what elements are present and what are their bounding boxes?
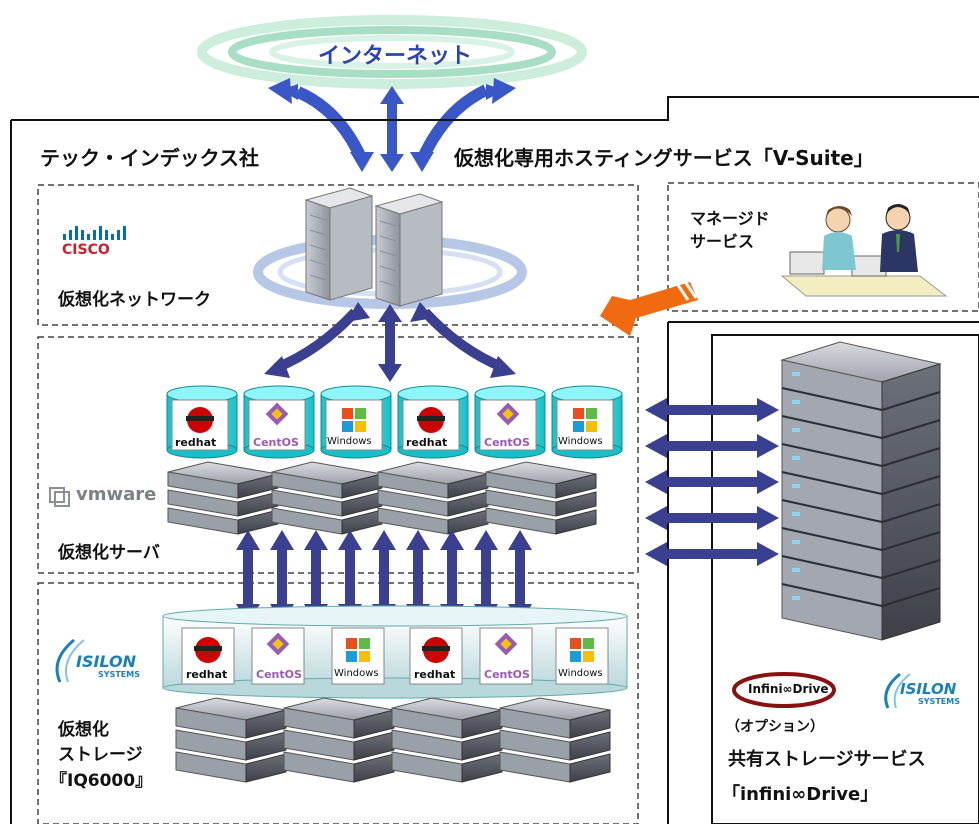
internet-label: インターネット bbox=[318, 44, 473, 69]
infinidrive-badge bbox=[732, 672, 836, 708]
storage-os-label-windows-2: Windows bbox=[558, 668, 603, 679]
os-label-windows-2: Windows bbox=[558, 436, 603, 447]
storage-section-box bbox=[37, 582, 639, 824]
shared-storage-tower bbox=[780, 341, 942, 641]
isilon-logo-text: ISILON bbox=[76, 652, 137, 671]
storage-os-label-centos-2: CentOS bbox=[484, 668, 530, 681]
storage-label-3: 『IQ6000』 bbox=[50, 771, 153, 791]
managed-service-label-1: マネージド bbox=[690, 209, 770, 228]
storage-racks bbox=[175, 697, 611, 783]
cisco-logo-bars bbox=[63, 226, 126, 240]
storage-os-label-redhat-1: redhat bbox=[186, 668, 228, 681]
isilon-logo-sub: SYSTEMS bbox=[98, 670, 140, 679]
storage-os-shelf bbox=[162, 605, 628, 699]
storage-label-2: ストレージ bbox=[58, 745, 143, 765]
internet-cloud-rings bbox=[197, 15, 587, 89]
os-label-redhat-2: redhat bbox=[406, 436, 448, 449]
managed-service-box bbox=[667, 182, 979, 312]
os-label-redhat-1: redhat bbox=[175, 436, 217, 449]
os-label-centos-2: CentOS bbox=[484, 436, 530, 449]
managed-service-label-2: サービス bbox=[690, 232, 755, 251]
storage-os-label-redhat-2: redhat bbox=[414, 668, 456, 681]
shared-storage-label: 共有ストレージサービス bbox=[728, 749, 926, 770]
shared-isilon-logo-text: ISILON bbox=[900, 680, 957, 698]
outer-frame bbox=[11, 96, 979, 121]
storage-os-tiles bbox=[181, 627, 609, 685]
internet-arrows bbox=[268, 78, 516, 172]
infinidrive-logo-text: Infini∞Drive bbox=[748, 682, 829, 696]
operators-illustration bbox=[780, 204, 948, 297]
vmware-logo-mark bbox=[49, 487, 70, 507]
vmware-logo-text: vmware bbox=[76, 484, 157, 505]
service-title: 仮想化専用ホスティングサービス「V-Suite」 bbox=[454, 146, 874, 170]
server-os-cylinders bbox=[166, 385, 623, 459]
shared-isilon-logo-sub: SYSTEMS bbox=[918, 697, 960, 706]
storage-os-label-centos-1: CentOS bbox=[256, 668, 302, 681]
server-section-box bbox=[37, 336, 639, 574]
shared-storage-product: 「infini∞Drive」 bbox=[722, 784, 879, 805]
network-section-label: 仮想化ネットワーク bbox=[58, 290, 211, 310]
os-label-windows-1: Windows bbox=[327, 436, 372, 447]
shared-storage-inner-frame bbox=[711, 334, 979, 824]
os-label-centos-1: CentOS bbox=[253, 436, 299, 449]
storage-os-label-windows-1: Windows bbox=[334, 668, 379, 679]
core-network-servers bbox=[304, 187, 444, 307]
server-os-tiles bbox=[171, 399, 614, 451]
managed-service-arrow bbox=[600, 277, 702, 336]
cisco-logo-text: CISCO bbox=[62, 242, 110, 258]
server-section-label: 仮想化サーバ bbox=[58, 543, 160, 563]
network-to-server-arrows bbox=[264, 302, 516, 382]
virtualization-server-racks bbox=[167, 461, 597, 535]
storage-label-1: 仮想化 bbox=[58, 720, 109, 740]
company-name: テック・インデックス社 bbox=[40, 146, 259, 170]
shared-storage-arrows bbox=[645, 398, 779, 566]
isilon-logo-swoosh bbox=[55, 638, 911, 709]
option-label: （オプション） bbox=[726, 719, 824, 735]
